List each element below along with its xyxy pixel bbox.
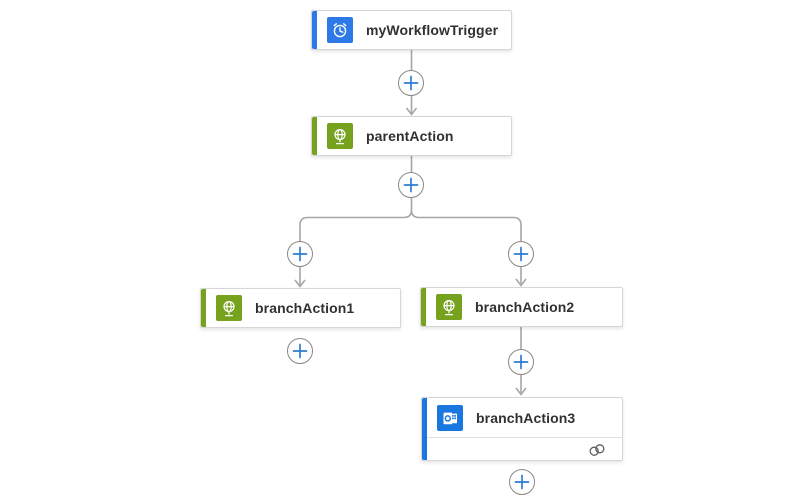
insert-step-button-after-parentAction[interactable] — [398, 172, 424, 198]
add-action-button-after-branchAction3[interactable] — [509, 469, 535, 495]
node-card-branchAction2[interactable]: branchAction2 — [420, 287, 623, 327]
http-globe-icon — [327, 123, 353, 149]
node-title: branchAction3 — [476, 409, 576, 426]
action-accent-bar — [421, 288, 426, 326]
node-card-myWorkflowTrigger[interactable]: myWorkflowTrigger — [311, 10, 512, 50]
recurrence-clock-icon — [327, 17, 353, 43]
http-globe-icon — [216, 295, 242, 321]
action-accent-bar — [422, 398, 427, 460]
insert-step-button-right-branch[interactable] — [508, 241, 534, 267]
insert-step-button-left-branch[interactable] — [287, 241, 313, 267]
insert-step-button-after-branchAction2[interactable] — [508, 349, 534, 375]
http-globe-icon — [436, 294, 462, 320]
add-action-button-after-branchAction1[interactable] — [287, 338, 313, 364]
node-title: myWorkflowTrigger — [366, 22, 499, 38]
action-accent-bar — [201, 289, 206, 327]
node-title: parentAction — [366, 128, 454, 144]
node-card-branchAction3[interactable]: branchAction3 — [421, 397, 623, 461]
insert-step-button-after-trigger[interactable] — [398, 70, 424, 96]
node-title: branchAction2 — [475, 299, 575, 315]
connection-icon — [589, 443, 605, 456]
action-accent-bar — [312, 117, 317, 155]
node-card-branchAction1[interactable]: branchAction1 — [200, 288, 401, 328]
node-card-parentAction[interactable]: parentAction — [311, 116, 512, 156]
outlook-mail-icon — [437, 404, 463, 431]
card-footer — [422, 437, 622, 461]
node-title: branchAction1 — [255, 300, 355, 316]
trigger-accent-bar — [312, 11, 317, 49]
